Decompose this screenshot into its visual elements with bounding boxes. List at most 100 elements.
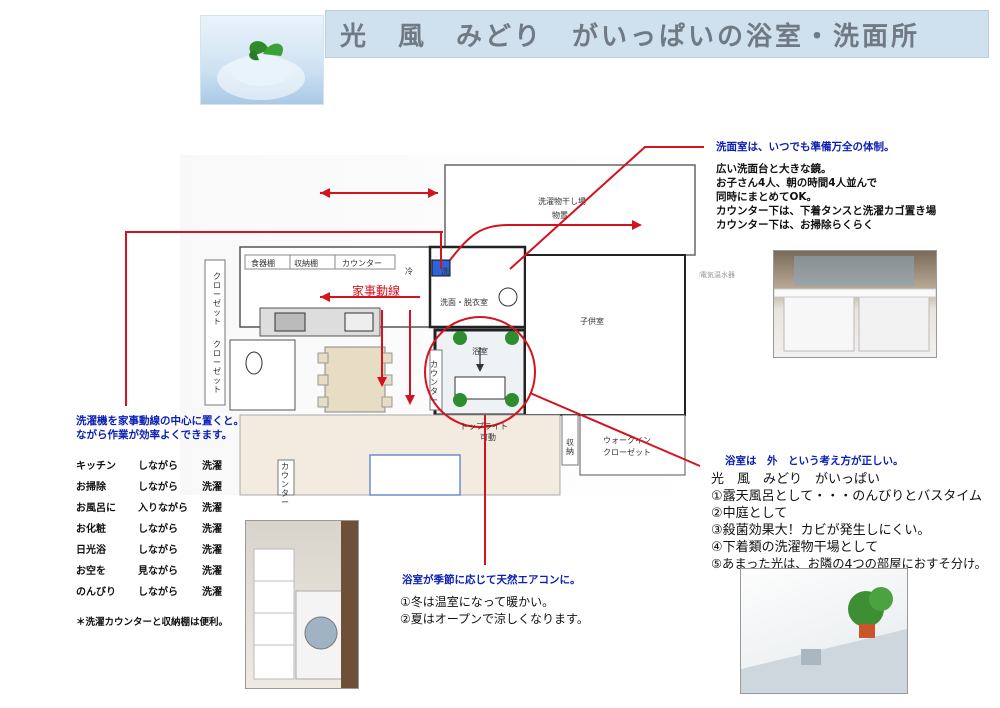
arrow-right-icon — [632, 220, 642, 230]
title-bar — [325, 10, 989, 58]
leader-line-laundry — [125, 231, 127, 406]
aircon-lines: ①冬は温室になって暖かい。 ②夏はオープンで涼しくなります。 — [400, 594, 589, 628]
rug — [369, 454, 461, 496]
label-drying-sub: 物置 — [552, 211, 568, 220]
label-closet-top: クローゼット — [213, 272, 221, 326]
chair — [317, 396, 329, 408]
table-row: 日光浴しながら洗濯 — [76, 545, 222, 556]
bathtub — [454, 376, 506, 400]
washroom-line: お子さん4人、朝の時間4人並んで — [716, 177, 878, 189]
closet — [204, 259, 226, 406]
toilet — [245, 351, 263, 375]
plant-icon — [453, 393, 467, 407]
washroom-lines: 広い洗面台と大きな鏡。 お子さん4人、朝の時間4人並んで 同時にまとめてOK。 … — [716, 162, 936, 232]
aircon-line: ①冬は温室になって暖かい。 — [400, 595, 555, 609]
label-bathroom: 浴室 — [472, 347, 488, 356]
washroom-line: 広い洗面台と大きな鏡。 — [716, 163, 832, 175]
label-electric-heater: 電気温水器 — [700, 271, 735, 279]
lower-counter — [277, 459, 295, 496]
bath-line: 光 風 みどり がいっぱい — [711, 472, 881, 487]
plant-icon — [505, 331, 519, 345]
table-row: お空を見ながら洗濯 — [76, 566, 222, 577]
label-closet-bottom: クローゼット — [213, 340, 221, 394]
floor-plan — [180, 155, 700, 496]
label-washroom: 洗面・脱衣室 — [440, 298, 488, 307]
table-row: キッチンしながら洗濯 — [76, 461, 222, 472]
aircon-heading: 浴室が季節に応じて天然エアコンに。 — [402, 574, 581, 586]
bath-line: ⑤あまった光は、お隣の4つの部屋におすそ分け。 — [711, 557, 987, 571]
table-row: のんびりしながら洗濯 — [76, 587, 222, 598]
laundry-photo — [245, 520, 359, 689]
label-storage-small: 収納 — [566, 438, 574, 456]
label-walk-in: ウォークイン — [603, 436, 651, 445]
label-drying-room: 洗濯物干し場 — [538, 197, 586, 206]
washroom-line: カウンター下は、お掃除らくらく — [716, 219, 874, 231]
label-counter: カウンター — [342, 259, 382, 268]
label-counter-bottom: カウンター — [281, 462, 289, 507]
arrow-line — [449, 224, 640, 261]
drying-room — [444, 164, 696, 256]
bath-counter — [429, 349, 443, 411]
plant-icon — [453, 331, 467, 345]
table-row: お化粧しながら洗濯 — [76, 524, 222, 535]
leader-line-laundry — [440, 231, 442, 269]
page-title: 光 風 みどり がいっぱいの浴室・洗面所 — [340, 22, 921, 52]
arrow-left-icon — [320, 292, 330, 302]
laundry-heading: 洗濯機を家事動線の中心に置くと。 ながら作業が効率よくできます。 — [76, 414, 244, 442]
label-washer: 洗 — [441, 267, 449, 276]
childrens-room — [524, 254, 686, 416]
header-photo-mint-glass — [200, 15, 324, 105]
chair — [317, 352, 329, 364]
arrow-left-icon — [320, 188, 330, 198]
counter — [334, 254, 396, 270]
bath-line: ④下着類の洗濯物干場として — [711, 540, 879, 555]
stove — [274, 312, 306, 332]
arrow-right-icon — [428, 188, 438, 198]
washroom-photo — [773, 250, 937, 358]
plant-icon — [505, 393, 519, 407]
label-storage-shelf: 収納棚 — [294, 259, 318, 268]
laundry-footnote: ＊洗濯カウンターと収納棚は便利。 — [76, 617, 229, 628]
table-row: お掃除しながら洗濯 — [76, 482, 222, 493]
wash-basin — [498, 287, 518, 307]
label-movable: 可動 — [480, 433, 496, 442]
storage-small — [561, 414, 579, 466]
bath-photo — [740, 568, 908, 694]
label-food-shelf: 食器棚 — [251, 259, 275, 268]
table-row: お風呂に入りながら洗濯 — [76, 503, 222, 514]
walk-in-closet — [579, 414, 686, 476]
leader-line-aircon — [484, 415, 486, 565]
housework-line-label: 家事動線 — [352, 284, 401, 298]
washroom-line: カウンター下は、下着タンスと洗濯カゴ置き場 — [716, 205, 937, 217]
mint-leaf-icon — [217, 41, 305, 100]
chair — [317, 374, 329, 386]
bath-highlight-circle — [424, 316, 536, 428]
laundry-table: キッチンしながら洗濯 お掃除しながら洗濯 お風呂に入りながら洗濯 お化粧しながら… — [76, 456, 246, 603]
label-fridge: 冷 — [405, 267, 413, 276]
laundry-heading-line2: ながら作業が効率よくできます。 — [76, 429, 233, 441]
leader-line-laundry — [125, 231, 443, 233]
aircon-line: ②夏はオープンで涼しくなります。 — [400, 612, 589, 626]
chair — [381, 396, 393, 408]
arrow-down-icon — [405, 395, 415, 405]
label-walk-in-2: クローゼット — [603, 448, 651, 457]
washroom-line: 同時にまとめてOK。 — [716, 191, 818, 203]
arrow-down-icon — [377, 377, 387, 387]
bath-line: ②中庭として — [711, 506, 788, 521]
label-childrens-room: 子供室 — [580, 317, 604, 326]
bath-lines: 光 風 みどり がいっぱい ①露天風呂として・・・のんびりとバスタイム ②中庭と… — [711, 471, 987, 573]
chair — [381, 352, 393, 364]
bath-line: ①露天風呂として・・・のんびりとバスタイム — [711, 489, 983, 504]
arrow-down-icon — [476, 364, 484, 372]
bath-line: ③殺菌効果大！カビが発生しにくい。 — [711, 523, 931, 538]
toilet-room — [229, 339, 296, 411]
bath-heading: 浴室は 外 という考え方が正しい。 — [725, 455, 904, 467]
washroom-heading: 洗面室は、いつでも準備万全の体制。 — [716, 141, 895, 153]
laundry-heading-line1: 洗濯機を家事動線の中心に置くと。 — [76, 415, 244, 427]
sink — [344, 312, 374, 332]
leader-line-washroom — [644, 146, 704, 148]
dining-table — [324, 346, 386, 413]
leader-line-washroom-diag — [509, 146, 646, 270]
label-counter-vertical: カウンター — [430, 360, 438, 405]
leader-line-bath — [529, 392, 701, 467]
